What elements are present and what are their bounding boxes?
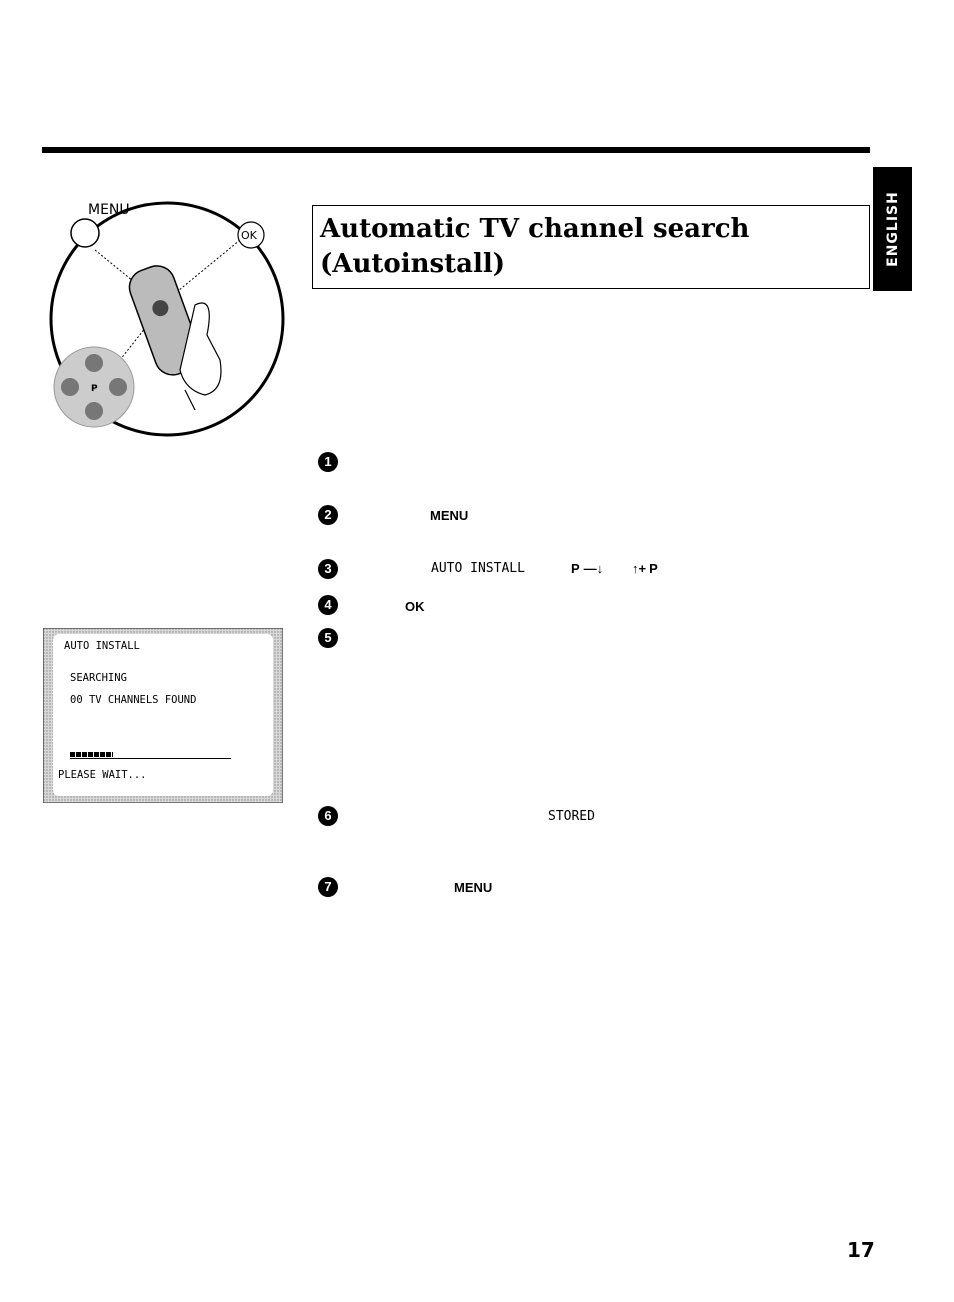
- step-6-number: 6: [318, 806, 338, 826]
- section-title-box: Automatic TV channel search (Autoinstall…: [312, 205, 870, 289]
- section-title: Automatic TV channel search (Autoinstall…: [320, 212, 860, 282]
- tv-screen: [53, 634, 273, 796]
- tv-screen-status: SEARCHING: [70, 672, 127, 684]
- title-line-2: (Autoinstall): [320, 249, 506, 279]
- up-plus-icon: ↑+: [632, 561, 647, 576]
- step-3-p-up-key: ↑+ P: [632, 561, 658, 576]
- minus-down-icon: —↓: [583, 561, 604, 576]
- remote-menu-label: MENU: [88, 202, 130, 218]
- dpad-icon: [53, 346, 135, 428]
- step-2-menu-key: MENU: [430, 508, 469, 523]
- tv-screen-found: 00 TV CHANNELS FOUND: [70, 694, 197, 706]
- step-5-number: 5: [318, 628, 338, 648]
- step-3-number: 3: [318, 559, 338, 579]
- remote-illustration: MENU OK P: [49, 201, 285, 437]
- dpad-center-label: P: [91, 384, 98, 394]
- tv-progress-fill: [70, 752, 114, 757]
- language-tab-label: ENGLISH: [884, 191, 901, 267]
- top-rule: [42, 147, 870, 153]
- step-7-menu-key: MENU: [454, 880, 493, 895]
- remote-ok-label: OK: [241, 229, 258, 242]
- tv-screen-footer: PLEASE WAIT...: [58, 769, 147, 781]
- step-6-stored-text: STORED: [548, 809, 595, 824]
- step-4-number: 4: [318, 595, 338, 615]
- menu-button-icon: [70, 218, 100, 248]
- step-3-p-down-key: P —↓: [571, 561, 603, 576]
- p-down-label: P: [571, 561, 580, 576]
- p-up-label: P: [649, 561, 658, 576]
- step-4-ok-key: OK: [405, 599, 425, 614]
- step-7-number: 7: [318, 877, 338, 897]
- tv-progress-bar: [70, 752, 231, 759]
- tv-screen-title: AUTO INSTALL: [64, 640, 140, 652]
- language-tab: ENGLISH: [873, 167, 912, 291]
- step-2-number: 2: [318, 505, 338, 525]
- page-number: 17: [847, 1238, 875, 1262]
- title-line-1: Automatic TV channel search: [320, 214, 750, 244]
- step-1-number: 1: [318, 452, 338, 472]
- step-3-auto-install-text: AUTO INSTALL: [431, 561, 525, 576]
- ok-button-icon: [237, 221, 265, 249]
